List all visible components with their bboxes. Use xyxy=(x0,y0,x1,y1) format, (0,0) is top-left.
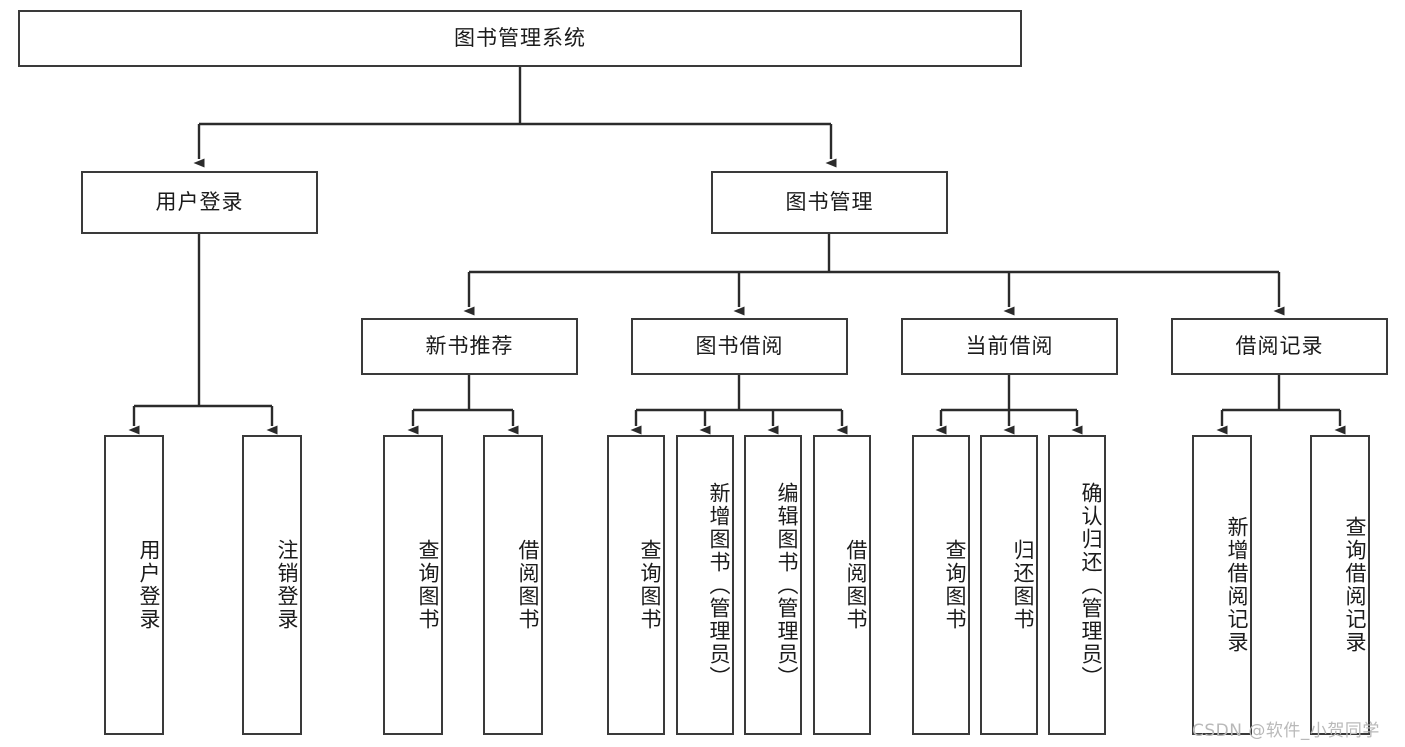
node-label: 图书管理系统 xyxy=(454,25,586,50)
node-borrow-record[interactable]: 借阅记录 xyxy=(1171,318,1388,375)
node-label: 归还图书 xyxy=(1011,539,1035,631)
node-label: 新书推荐 xyxy=(425,333,514,358)
leaf-user-login-login[interactable]: 用户登录 xyxy=(104,435,164,735)
node-label: 查询图书 xyxy=(416,539,440,631)
leaf-current-borrow-query-book[interactable]: 查询图书 xyxy=(912,435,970,735)
node-book-borrow[interactable]: 图书借阅 xyxy=(631,318,848,375)
node-root-book-management-system[interactable]: 图书管理系统 xyxy=(18,10,1022,67)
csdn-watermark: CSDN @软件_小贺同学 xyxy=(1192,721,1380,741)
node-label: 注销登录 xyxy=(275,539,299,631)
leaf-borrow-record-query-record[interactable]: 查询借阅记录 xyxy=(1310,435,1370,735)
node-label: 新增借阅记录 xyxy=(1225,516,1249,654)
node-label: 确认归还（管理员） xyxy=(1079,481,1103,689)
node-label: 查询图书 xyxy=(638,539,662,631)
node-user-login[interactable]: 用户登录 xyxy=(81,171,318,234)
leaf-book-borrow-add-book-admin[interactable]: 新增图书（管理员） xyxy=(676,435,734,735)
leaf-book-borrow-borrow-book[interactable]: 借阅图书 xyxy=(813,435,871,735)
node-current-borrow[interactable]: 当前借阅 xyxy=(901,318,1118,375)
node-label: 借阅图书 xyxy=(844,539,868,631)
node-label: 查询借阅记录 xyxy=(1343,516,1367,654)
leaf-current-borrow-confirm-return-admin[interactable]: 确认归还（管理员） xyxy=(1048,435,1106,735)
node-label: 查询图书 xyxy=(943,539,967,631)
leaf-new-book-query-book[interactable]: 查询图书 xyxy=(383,435,443,735)
node-label: 用户登录 xyxy=(155,189,244,214)
node-label: 借阅图书 xyxy=(516,539,540,631)
node-new-book-recommend[interactable]: 新书推荐 xyxy=(361,318,578,375)
node-label: 图书借阅 xyxy=(695,333,784,358)
node-label: 用户登录 xyxy=(137,539,161,631)
leaf-user-login-logout[interactable]: 注销登录 xyxy=(242,435,302,735)
node-book-management[interactable]: 图书管理 xyxy=(711,171,948,234)
leaf-book-borrow-edit-book-admin[interactable]: 编辑图书（管理员） xyxy=(744,435,802,735)
node-label: 当前借阅 xyxy=(965,333,1054,358)
node-label: 编辑图书（管理员） xyxy=(775,481,799,689)
node-label: 图书管理 xyxy=(785,189,874,214)
node-label: 借阅记录 xyxy=(1235,333,1324,358)
leaf-borrow-record-add-record[interactable]: 新增借阅记录 xyxy=(1192,435,1252,735)
node-label: 新增图书（管理员） xyxy=(707,481,731,689)
leaf-new-book-borrow-book[interactable]: 借阅图书 xyxy=(483,435,543,735)
leaf-book-borrow-query-book[interactable]: 查询图书 xyxy=(607,435,665,735)
leaf-current-borrow-return-book[interactable]: 归还图书 xyxy=(980,435,1038,735)
